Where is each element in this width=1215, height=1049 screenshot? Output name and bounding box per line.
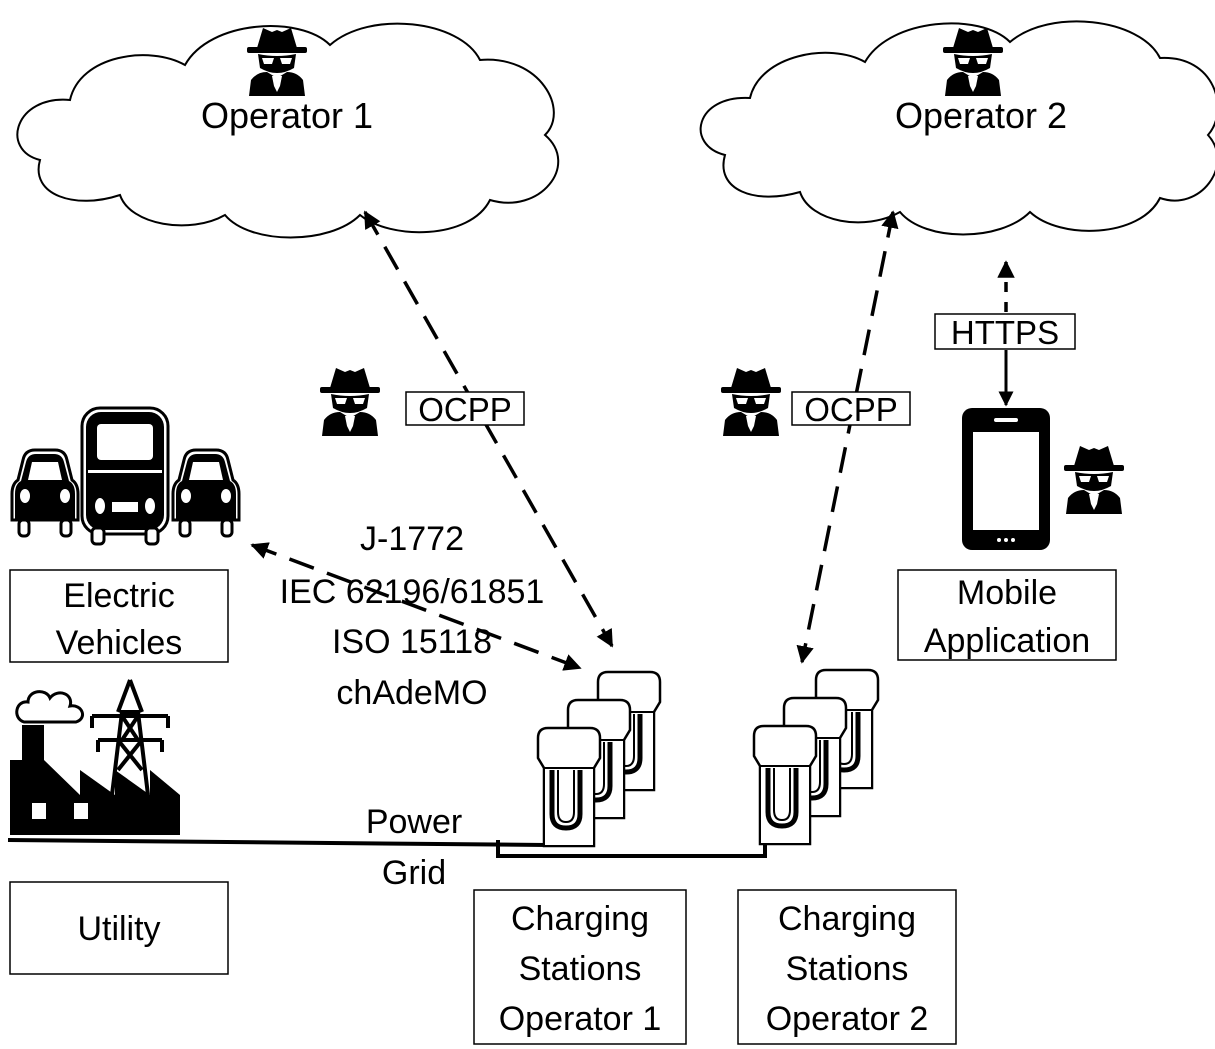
electric-vehicles-box: Electric Vehicles (9, 569, 229, 663)
ev-standards-list: J-1772 IEC 62196/61851 ISO 15118 chAdeMO (280, 520, 545, 712)
charging-station-group-operator-2 (754, 670, 878, 844)
cloud-operator-2: Operator 2 (699, 20, 1215, 236)
svg-text:Stations: Stations (786, 950, 909, 988)
standard-j1772: J-1772 (360, 520, 464, 558)
svg-text:OCPP: OCPP (804, 391, 898, 428)
ocpp-label-right: OCPP (791, 391, 911, 428)
charging-station-icon (754, 726, 816, 844)
utility-box: Utility (9, 881, 229, 975)
attacker-spy-icon (320, 368, 380, 436)
attacker-spy-icon (721, 368, 781, 436)
truck-icon (80, 406, 170, 546)
charging-station-icon (538, 728, 600, 846)
ocpp-label-left: OCPP (405, 391, 525, 428)
ocpp-link-operator-2 (796, 210, 899, 664)
svg-text:Grid: Grid (382, 854, 446, 892)
operator-2-label: Operator 2 (895, 95, 1067, 136)
svg-text:Charging: Charging (778, 900, 916, 938)
standard-iec: IEC 62196/61851 (280, 573, 545, 611)
svg-text:Power: Power (366, 803, 462, 841)
standard-iso15118: ISO 15118 (332, 623, 492, 661)
charging-stations-operator-1-box: Charging Stations Operator 1 (473, 889, 687, 1045)
svg-text:Charging: Charging (511, 900, 649, 938)
svg-text:HTTPS: HTTPS (951, 314, 1059, 351)
charging-station-group-operator-1 (538, 672, 660, 846)
ev-charging-link (250, 542, 582, 671)
cloud-icon (16, 22, 560, 239)
svg-text:Mobile: Mobile (957, 574, 1057, 612)
cloud-operator-1: Operator 1 (16, 22, 560, 239)
power-grid-line-2 (496, 812, 767, 858)
svg-text:Electric: Electric (63, 577, 174, 615)
operator-1-label: Operator 1 (201, 95, 373, 136)
svg-text:Operator 2: Operator 2 (766, 1000, 929, 1038)
charging-stations-operator-2-box: Charging Stations Operator 2 (737, 889, 957, 1045)
power-plant-icon (10, 690, 180, 835)
svg-text:Application: Application (924, 622, 1090, 660)
attacker-spy-icon (1064, 446, 1124, 514)
smartphone-icon (962, 408, 1050, 550)
electric-vehicle-icon (10, 406, 241, 546)
svg-text:Utility: Utility (77, 910, 160, 948)
svg-text:Vehicles: Vehicles (56, 624, 183, 662)
standard-chademo: chAdeMO (336, 674, 487, 712)
transmission-tower-icon (90, 679, 170, 796)
https-label: HTTPS (934, 313, 1076, 351)
svg-text:Stations: Stations (519, 950, 642, 988)
mobile-application-box: Mobile Application (897, 569, 1117, 661)
power-grid-label: Power Grid (366, 803, 462, 892)
svg-text:OCPP: OCPP (418, 391, 512, 428)
svg-text:Operator 1: Operator 1 (499, 1000, 662, 1038)
